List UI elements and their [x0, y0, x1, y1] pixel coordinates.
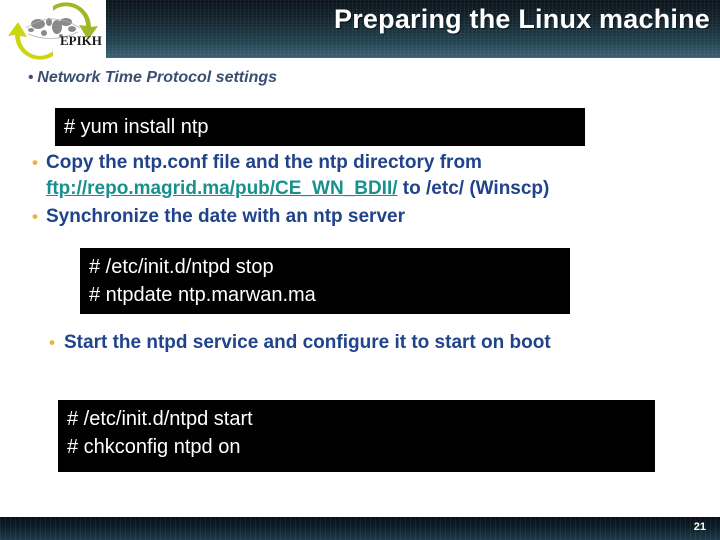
code-block-ntpd-stop-ntpdate: # /etc/init.d/ntpd stop # ntpdate ntp.ma… [80, 248, 570, 314]
bullet-text-synchronize-date: Synchronize the date with an ntp server [46, 206, 405, 227]
bullet-text-copy-ntpconf: Copy the ntp.conf file and the ntp direc… [46, 150, 714, 202]
code-block-yum-install: # yum install ntp [55, 108, 585, 146]
list-item: • Start the ntpd service and configure i… [40, 330, 700, 356]
lead-bullet-text: Network Time Protocol settings [37, 69, 278, 86]
list-item: • Copy the ntp.conf file and the ntp dir… [24, 150, 714, 202]
epikh-logo-text: EPIKH [60, 33, 102, 48]
code-block-ntpd-start-chkconfig: # /etc/init.d/ntpd start # chkconfig ntp… [58, 400, 655, 472]
bullet-text-part-pre: Copy the ntp.conf file and the ntp direc… [46, 152, 482, 173]
slide-header: Preparing the Linux machine [0, 0, 720, 58]
list-item: • Synchronize the date with an ntp serve… [24, 204, 714, 230]
lead-bullet-marker: • [28, 69, 34, 87]
lead-bullet: •Network Time Protocol settings [28, 69, 277, 87]
page-number: 21 [693, 521, 706, 533]
bullet-group-start-service: • Start the ntpd service and configure i… [40, 330, 700, 358]
slide-footer: 21 [0, 517, 720, 540]
epikh-logo-icon: EPIKH [8, 2, 102, 60]
epikh-logo: EPIKH [0, 0, 106, 62]
bullet-marker-icon: • [32, 207, 38, 226]
bullet-marker-icon: • [49, 333, 55, 352]
slide-content: •Network Time Protocol settings # yum in… [0, 58, 720, 517]
bullet-text-start-ntpd: Start the ntpd service and configure it … [64, 332, 551, 353]
bullet-group-copy-sync: • Copy the ntp.conf file and the ntp dir… [24, 150, 714, 232]
footer-texture [0, 517, 720, 540]
page-title: Preparing the Linux machine [334, 4, 710, 34]
bullet-marker-icon: • [32, 153, 38, 172]
ftp-repo-link[interactable]: ftp://repo.magrid.ma/pub/CE_WN_BDII/ [46, 178, 398, 199]
bullet-text-part-post: to /etc/ (Winscp) [397, 178, 550, 199]
